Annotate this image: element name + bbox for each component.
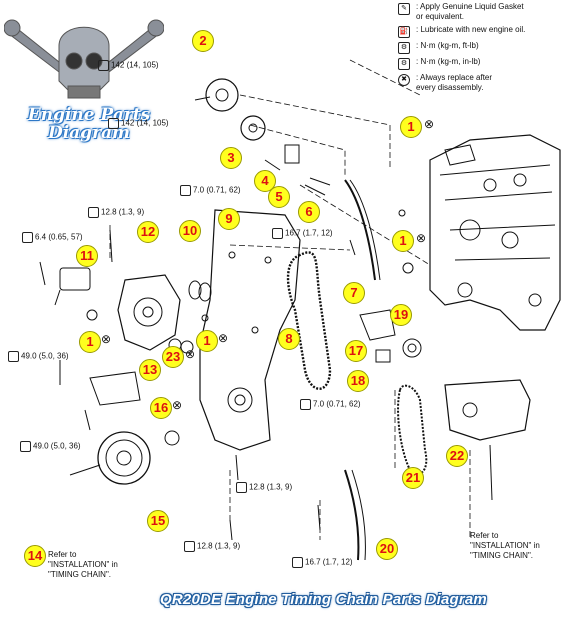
callout-8: 8 — [278, 328, 300, 350]
replace-icon: ⊗ — [424, 117, 435, 131]
site-logo: Engine Parts Diagram — [4, 6, 164, 156]
callout-12: 12 — [137, 221, 159, 243]
refer-line: "TIMING CHAIN". — [470, 551, 534, 560]
refer-note-right: Refer to "INSTALLATION" in "TIMING CHAIN… — [470, 531, 540, 561]
torque-label: 142 (14, 105) — [98, 60, 159, 71]
legend-row-oil: ⛽ : Lubricate with new engine oil. — [398, 25, 563, 38]
callout-4: 4 — [254, 170, 276, 192]
refer-line: "INSTALLATION" in — [470, 541, 540, 550]
callout-11: 11 — [76, 245, 98, 267]
torque-small-icon — [22, 232, 33, 243]
replace-icon: ⊗ — [416, 231, 427, 245]
refer-note-left: Refer to "INSTALLATION" in "TIMING CHAIN… — [48, 550, 118, 580]
callout-13: 13 — [139, 359, 161, 381]
callout-17: 17 — [345, 340, 367, 362]
torque-icon — [88, 207, 99, 218]
callout-3: 3 — [220, 147, 242, 169]
callout-14: 14 — [24, 545, 46, 567]
torque-icon — [20, 441, 31, 452]
torque-label: 49.0 (5.0, 36) — [20, 441, 81, 452]
callout-6: 6 — [298, 201, 320, 223]
legend-text: or equivalent. — [416, 12, 465, 21]
callout-21: 21 — [402, 467, 424, 489]
legend-text: : Lubricate with new engine oil. — [416, 25, 526, 34]
replace-icon: ⊗ — [218, 331, 229, 345]
refer-line: "INSTALLATION" in — [48, 560, 118, 569]
callout-20: 20 — [376, 538, 398, 560]
torque-icon — [108, 118, 119, 129]
refer-line: "TIMING CHAIN". — [48, 570, 112, 579]
torque-small-icon — [300, 399, 311, 410]
callout-9: 9 — [218, 208, 240, 230]
callout-19: 19 — [390, 304, 412, 326]
callout-23: 23 — [162, 346, 184, 368]
torque-label: 12.8 (1.3, 9) — [184, 541, 240, 552]
torque-icon — [292, 557, 303, 568]
callout-1: 1 — [79, 331, 101, 353]
legend-row-torque: ⚙ : N·m (kg-m, ft-lb) — [398, 41, 563, 54]
callout-1: 1 — [196, 330, 218, 352]
legend-row-torque-small: ⚙ : N·m (kg-m, in-lb) — [398, 57, 563, 70]
legend-text: : N·m (kg-m, in-lb) — [416, 57, 481, 66]
callout-1: 1 — [392, 230, 414, 252]
torque-label: 7.0 (0.71, 62) — [300, 399, 361, 410]
callout-15: 15 — [147, 510, 169, 532]
callout-16: 16 — [150, 397, 172, 419]
torque-icon — [180, 185, 191, 196]
torque-icon — [184, 541, 195, 552]
legend-text: : Apply Genuine Liquid Gasket — [416, 2, 524, 11]
torque-label: 6.4 (0.65, 57) — [22, 232, 83, 243]
torque-icon — [98, 60, 109, 71]
diagram-title: QR20DE Engine Timing Chain Parts Diagram — [160, 591, 487, 608]
gasket-icon: ✎ — [398, 3, 410, 15]
torque-icon — [272, 228, 283, 239]
torque-label: 12.8 (1.3, 9) — [236, 482, 292, 493]
legend-text: : N·m (kg-m, ft-lb) — [416, 41, 479, 50]
callout-18: 18 — [347, 370, 369, 392]
callout-1: 1 — [400, 116, 422, 138]
callout-2: 2 — [192, 30, 214, 52]
replace-icon: ⊗ — [101, 332, 112, 346]
callout-22: 22 — [446, 445, 468, 467]
oil-can-icon: ⛽ — [398, 26, 410, 38]
torque-small-icon: ⚙ — [398, 58, 410, 70]
callout-10: 10 — [179, 220, 201, 242]
torque-icon: ⚙ — [398, 42, 410, 54]
refer-line: Refer to — [48, 550, 77, 559]
replace-icon: ✖ — [398, 74, 410, 86]
legend-text: every disassembly. — [416, 83, 484, 92]
skull-wrench-icon — [4, 19, 164, 99]
torque-icon — [8, 351, 19, 362]
logo-line-1: Engine Parts — [27, 105, 151, 125]
callout-5: 5 — [268, 186, 290, 208]
torque-label: 16.7 (1.7, 12) — [272, 228, 333, 239]
torque-label: 142 (14, 105) — [108, 118, 169, 129]
callout-7: 7 — [343, 282, 365, 304]
torque-label: 12.8 (1.3, 9) — [88, 207, 144, 218]
legend-text: : Always replace after — [416, 73, 493, 82]
refer-line: Refer to — [470, 531, 499, 540]
replace-icon: ⊗ — [172, 398, 183, 412]
torque-icon — [236, 482, 247, 493]
torque-label: 16.7 (1.7, 12) — [292, 557, 353, 568]
torque-label: 49.0 (5.0, 36) — [8, 351, 69, 362]
replace-icon: ⊗ — [185, 347, 196, 361]
torque-label: 7.0 (0.71, 62) — [180, 185, 241, 196]
